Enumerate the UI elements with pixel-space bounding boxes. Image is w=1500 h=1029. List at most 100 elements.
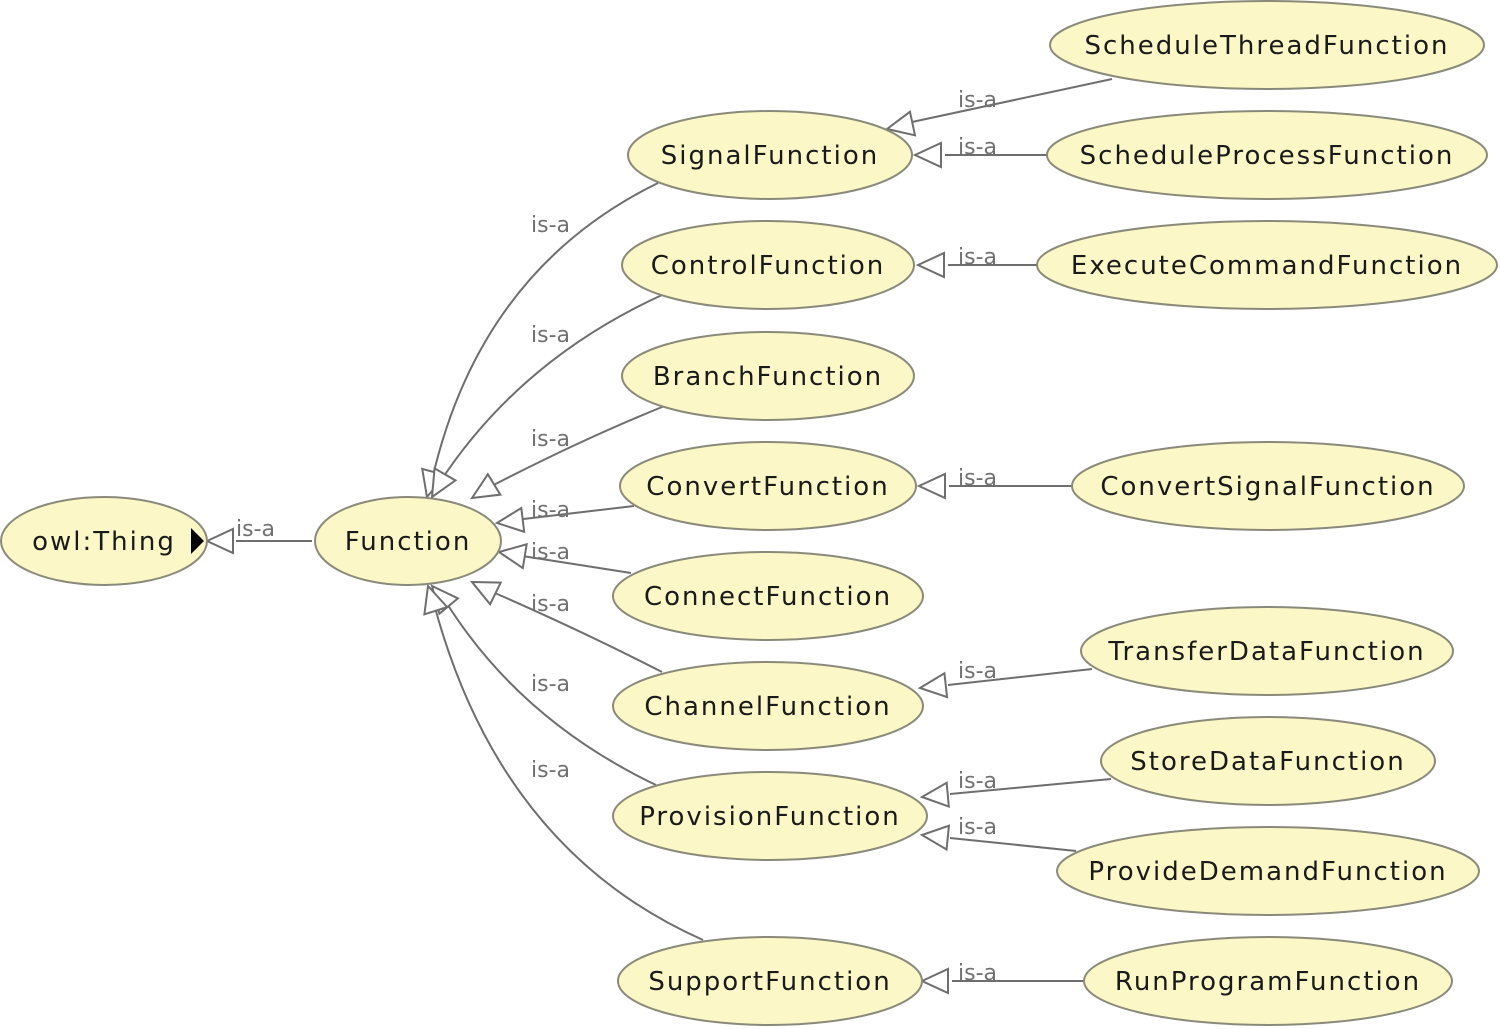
node-ellipse[interactable] bbox=[1056, 826, 1480, 916]
arrowhead-icon bbox=[912, 141, 942, 169]
node-provision[interactable]: ProvisionFunction bbox=[612, 771, 928, 861]
node-label: StoreDataFunction bbox=[1130, 747, 1405, 777]
edge-control-to-function: is-a bbox=[430, 294, 663, 500]
node-label: TransferDataFunction bbox=[1107, 637, 1425, 667]
node-label: RunProgramFunction bbox=[1115, 967, 1421, 997]
node-label: ConvertFunction bbox=[646, 472, 889, 502]
node-ellipse[interactable] bbox=[1083, 936, 1453, 1026]
edge-label: is-a bbox=[531, 758, 570, 783]
node-ellipse[interactable] bbox=[612, 661, 924, 751]
node-control[interactable]: ControlFunction bbox=[621, 220, 915, 310]
node-label: owl:Thing bbox=[32, 527, 176, 557]
node-label: ProvideDemandFunction bbox=[1088, 857, 1447, 887]
markers-layer bbox=[191, 528, 204, 554]
node-channel[interactable]: ChannelFunction bbox=[612, 661, 924, 751]
node-provide-demand[interactable]: ProvideDemandFunction bbox=[1056, 826, 1480, 916]
arrowhead-icon bbox=[494, 506, 526, 534]
edge-label: is-a bbox=[236, 517, 275, 542]
node-label: ControlFunction bbox=[651, 251, 886, 281]
node-ellipse[interactable] bbox=[627, 110, 913, 200]
node-schedule-thread[interactable]: ScheduleThreadFunction bbox=[1049, 0, 1485, 90]
node-connect[interactable]: ConnectFunction bbox=[612, 551, 924, 641]
edge-schedule_thread-to-signal: is-a bbox=[884, 78, 1113, 137]
arrowhead-icon bbox=[496, 542, 528, 570]
node-ellipse[interactable] bbox=[1049, 0, 1485, 90]
node-label: ScheduleThreadFunction bbox=[1085, 31, 1450, 61]
node-ellipse[interactable] bbox=[621, 331, 915, 421]
node-ellipse[interactable] bbox=[612, 551, 924, 641]
edge-schedule_process-to-signal: is-a bbox=[912, 135, 1047, 169]
node-label: Function bbox=[345, 527, 472, 557]
node-ellipse[interactable] bbox=[1100, 716, 1436, 806]
edge-run_program-to-support: is-a bbox=[919, 961, 1084, 995]
edge-convert-to-function: is-a bbox=[494, 498, 635, 534]
node-store-data[interactable]: StoreDataFunction bbox=[1100, 716, 1436, 806]
node-owl-thing[interactable]: owl:Thing bbox=[0, 496, 208, 586]
node-label: SignalFunction bbox=[661, 141, 879, 171]
edge-signal-to-function: is-a bbox=[420, 182, 659, 500]
arrowhead-icon bbox=[430, 466, 458, 500]
edge-line bbox=[947, 668, 1093, 686]
edge-line bbox=[514, 505, 635, 521]
node-support[interactable]: SupportFunction bbox=[617, 936, 923, 1026]
node-ellipse[interactable] bbox=[0, 496, 208, 586]
edges-layer: is-a is-a is-a is-a is-a is-a is-a is-a is-a is-a… bbox=[204, 78, 1113, 995]
expand-triangle-icon[interactable] bbox=[191, 528, 204, 554]
edge-line bbox=[949, 837, 1077, 852]
node-label: SupportFunction bbox=[648, 967, 891, 997]
node-transfer-data[interactable]: TransferDataFunction bbox=[1080, 606, 1454, 696]
edge-channel-to-function: is-a bbox=[469, 580, 663, 673]
edge-label: is-a bbox=[531, 427, 570, 452]
edge-convert_signal-to-convert: is-a bbox=[916, 466, 1072, 500]
edge-label: is-a bbox=[958, 135, 997, 160]
edge-line bbox=[439, 294, 663, 483]
edge-provide_demand-to-provision: is-a bbox=[919, 815, 1077, 852]
node-label: ConnectFunction bbox=[644, 582, 892, 612]
node-ellipse[interactable] bbox=[1071, 441, 1465, 531]
node-run-program[interactable]: RunProgramFunction bbox=[1083, 936, 1453, 1026]
edge-label: is-a bbox=[531, 323, 570, 348]
node-ellipse[interactable] bbox=[621, 220, 915, 310]
arrowhead-icon bbox=[423, 583, 449, 616]
node-signal[interactable]: SignalFunction bbox=[627, 110, 913, 200]
arrowhead-icon bbox=[204, 527, 234, 555]
edge-execute_command-to-control: is-a bbox=[915, 245, 1037, 279]
node-ellipse[interactable] bbox=[1080, 606, 1454, 696]
node-convert-signal[interactable]: ConvertSignalFunction bbox=[1071, 441, 1465, 531]
edge-label: is-a bbox=[958, 769, 997, 794]
node-ellipse[interactable] bbox=[617, 936, 923, 1026]
edge-line bbox=[911, 78, 1113, 123]
edge-line bbox=[433, 603, 704, 941]
node-label: ExecuteCommandFunction bbox=[1071, 251, 1463, 281]
edge-transfer_data-to-channel: is-a bbox=[917, 659, 1093, 699]
edge-label: is-a bbox=[958, 961, 997, 986]
node-ellipse[interactable] bbox=[314, 496, 502, 586]
edge-branch-to-function: is-a bbox=[469, 404, 668, 500]
node-schedule-process[interactable]: ScheduleProcessFunction bbox=[1046, 110, 1488, 200]
edge-store_data-to-provision: is-a bbox=[919, 769, 1112, 809]
node-ellipse[interactable] bbox=[1036, 220, 1498, 310]
arrowhead-icon bbox=[916, 472, 946, 500]
node-ellipse[interactable] bbox=[619, 441, 917, 531]
edge-connect-to-function: is-a bbox=[496, 540, 632, 574]
arrowhead-icon bbox=[919, 781, 950, 809]
arrowhead-icon bbox=[917, 671, 949, 699]
node-execute-command[interactable]: ExecuteCommandFunction bbox=[1036, 220, 1498, 310]
node-ellipse[interactable] bbox=[1046, 110, 1488, 200]
edge-line bbox=[485, 404, 668, 490]
node-label: ScheduleProcessFunction bbox=[1080, 141, 1455, 171]
arrowhead-icon bbox=[469, 580, 503, 607]
node-function[interactable]: Function bbox=[314, 496, 502, 586]
edge-line bbox=[515, 554, 632, 574]
node-branch[interactable]: BranchFunction bbox=[621, 331, 915, 421]
node-ellipse[interactable] bbox=[612, 771, 928, 861]
node-label: BranchFunction bbox=[653, 362, 883, 392]
edge-label: is-a bbox=[531, 498, 570, 523]
edge-label: is-a bbox=[531, 540, 570, 565]
edge-label: is-a bbox=[958, 88, 997, 113]
node-label: ConvertSignalFunction bbox=[1100, 472, 1435, 502]
node-convert[interactable]: ConvertFunction bbox=[619, 441, 917, 531]
edge-label: is-a bbox=[958, 466, 997, 491]
edge-line bbox=[431, 182, 659, 481]
edge-label: is-a bbox=[531, 213, 570, 238]
